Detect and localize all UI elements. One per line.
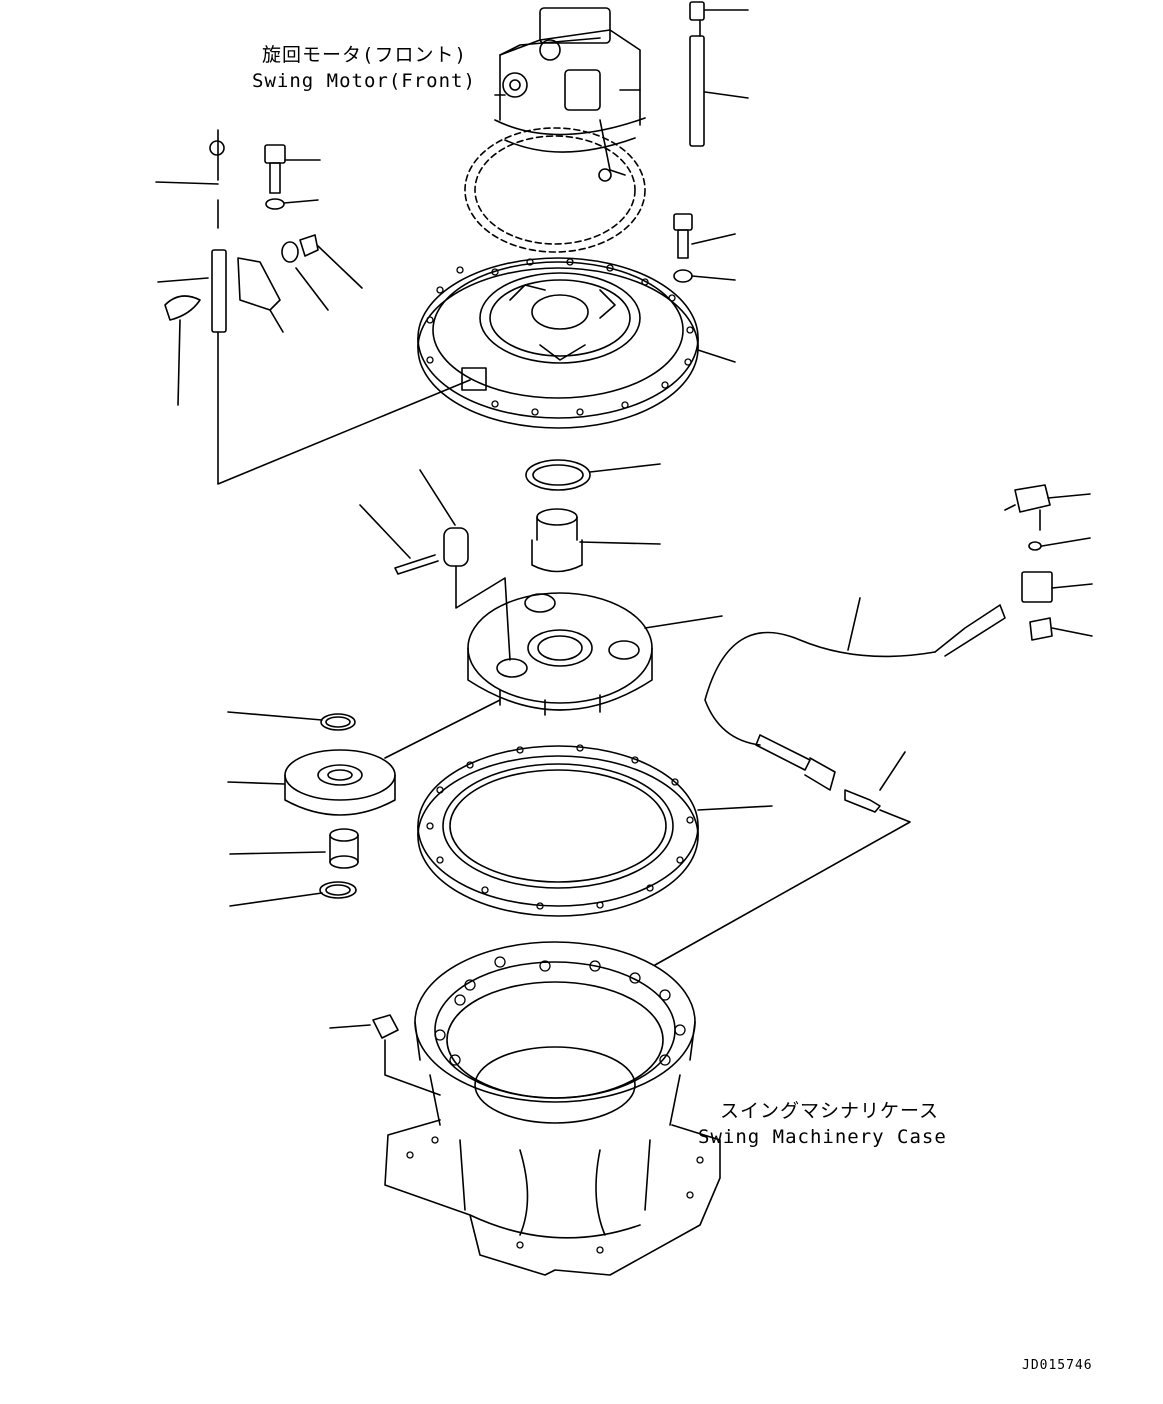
bolt-dots bbox=[406, 258, 704, 1254]
swing-motor bbox=[464, 7, 646, 253]
planet-gear-stack bbox=[227, 699, 501, 907]
swing-motor-label-en: Swing Motor(Front) bbox=[252, 70, 476, 92]
cover-ring bbox=[417, 257, 699, 429]
swing-motor-label-jp: 旋回モータ(フロント) bbox=[262, 44, 467, 66]
bolt-group-left bbox=[155, 129, 471, 485]
bolt-group-right bbox=[673, 213, 736, 363]
drawing-id: JD015746 bbox=[1022, 1358, 1093, 1373]
case-label-en: Swing Machinery Case bbox=[698, 1126, 947, 1148]
pin-bushing bbox=[359, 469, 511, 661]
sun-gear bbox=[531, 508, 661, 573]
case-label-jp: スイングマシナリケース bbox=[720, 1100, 940, 1122]
planet-carrier bbox=[467, 592, 723, 716]
thrust-washer bbox=[525, 459, 661, 491]
sensor-assembly bbox=[654, 484, 1093, 966]
pin-top-right bbox=[689, 1, 749, 147]
ring-gear bbox=[417, 745, 773, 917]
